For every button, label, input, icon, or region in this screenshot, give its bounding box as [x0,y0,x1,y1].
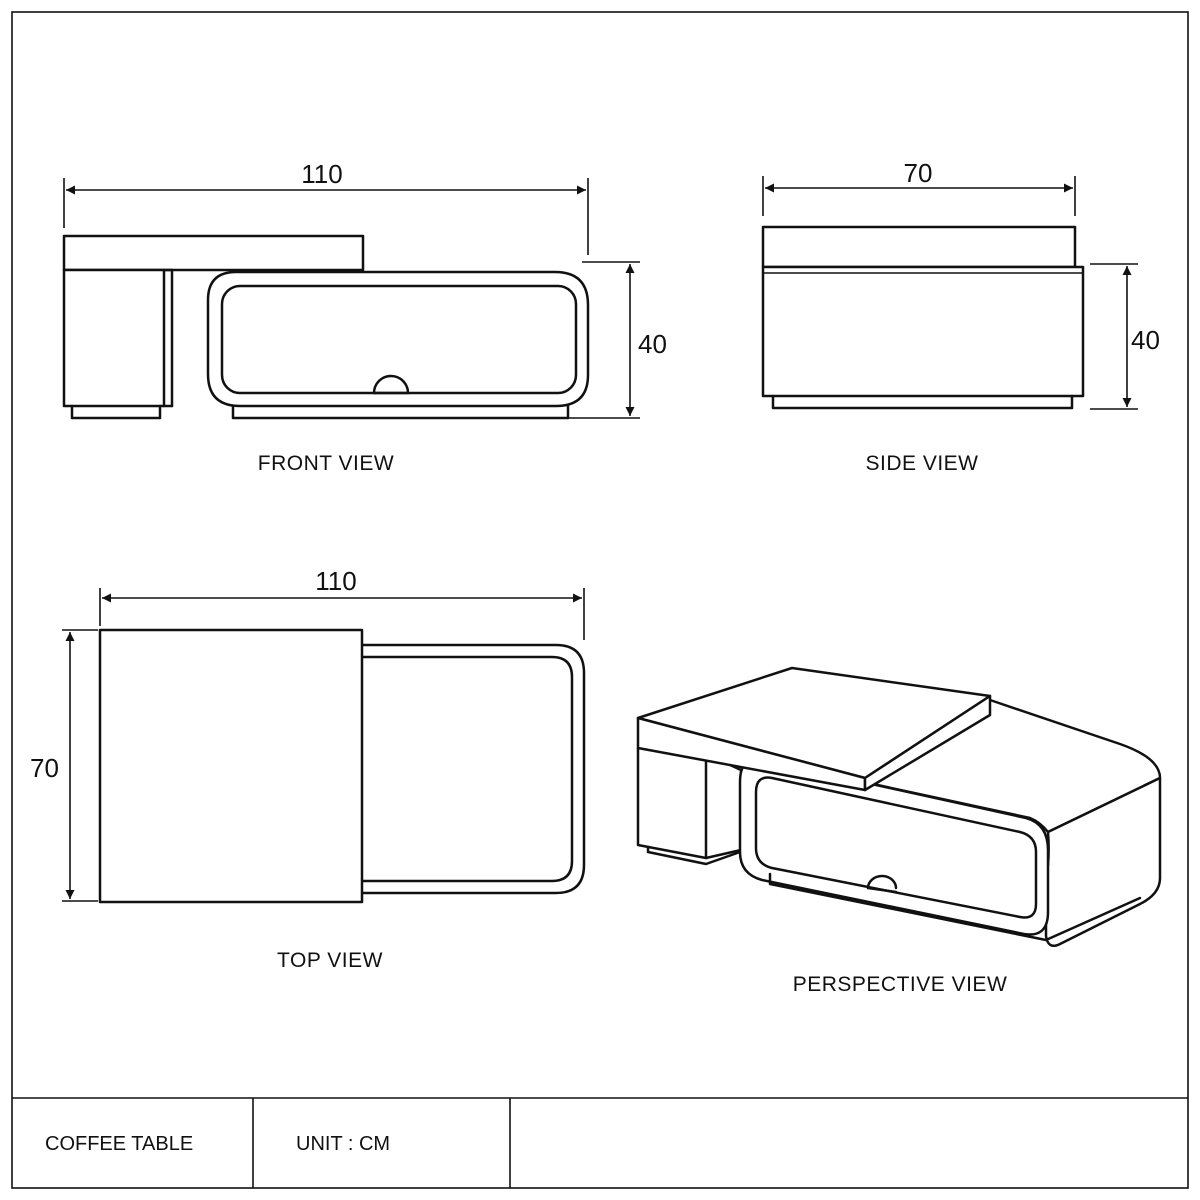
front-width-label: 110 [301,159,342,189]
side-height-label: 40 [1131,325,1160,355]
sheet-border [11,11,1189,1189]
side-body [761,265,1085,398]
side-view-label: SIDE VIEW [865,452,978,475]
side-top-slab [761,225,1077,269]
side-width-label: 70 [904,158,933,188]
top-depth-label: 70 [30,753,59,783]
front-view: 110 40 FRONT VIEW [62,159,667,475]
front-top-slab [62,234,365,272]
perspective-view-label: PERSPECTIVE VIEW [793,973,1008,996]
perspective-view: PERSPECTIVE VIEW [636,666,1162,996]
front-pedestal [62,268,166,408]
title-product-name: COFFEE TABLE [45,1133,193,1155]
top-lower-body [338,643,586,895]
front-view-label: FRONT VIEW [258,452,394,475]
front-handle [372,374,410,395]
top-upper-slab [98,628,364,904]
top-width-label: 110 [315,566,356,596]
top-view-label: TOP VIEW [277,949,383,972]
top-view: 110 70 TOP VIEW [30,566,586,972]
perspective-handle [866,874,898,890]
perspective-drawer [754,776,1038,919]
side-view: 70 40 SIDE VIEW [761,158,1160,475]
title-unit: UNIT : CM [296,1133,390,1155]
title-block: COFFEE TABLE UNIT : CM [12,1097,1188,1188]
front-height-label: 40 [638,329,667,359]
